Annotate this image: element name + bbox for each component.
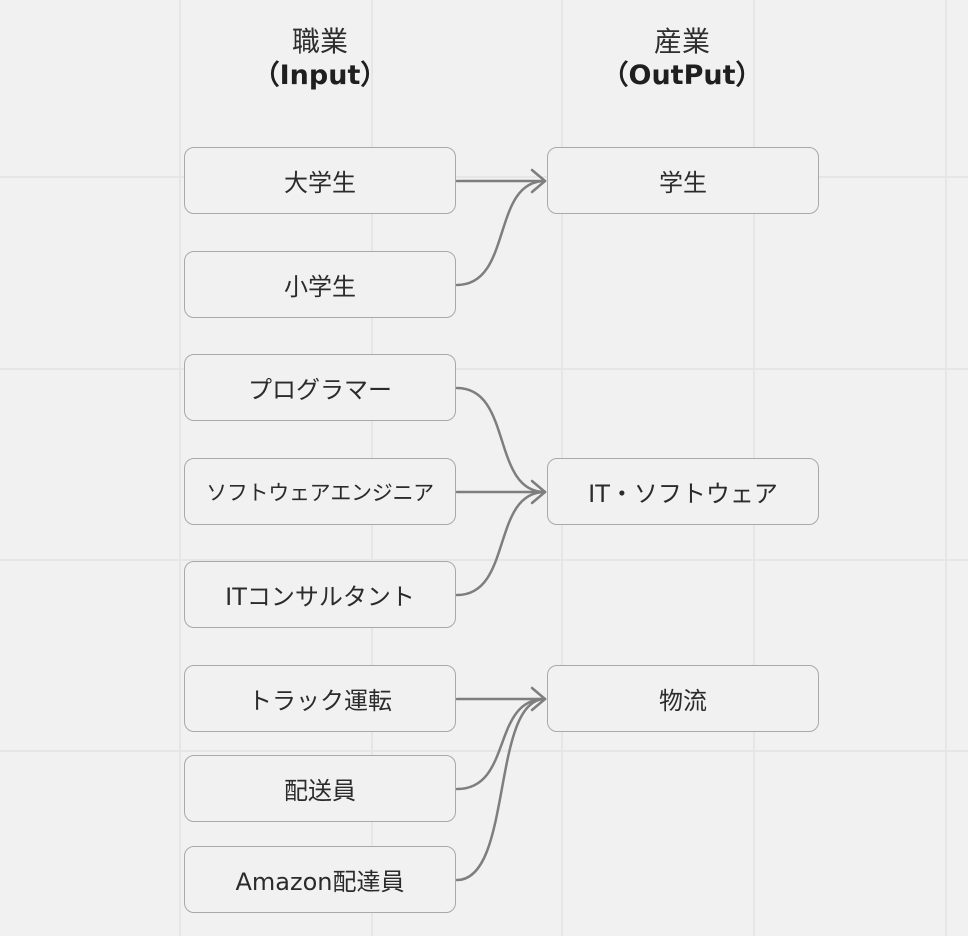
output-node-students[interactable]: 学生 [547, 147, 819, 214]
input-node-programmer[interactable]: プログラマー [184, 354, 456, 421]
input-node-elementary-student[interactable]: 小学生 [184, 251, 456, 318]
output-column-subtitle: （OutPut） [601, 60, 763, 91]
input-node-delivery-staff[interactable]: 配送員 [184, 755, 456, 822]
input-node-amazon-delivery-staff[interactable]: Amazon配達員 [184, 846, 456, 913]
output-column-header: 産業 （OutPut） [532, 24, 832, 93]
output-column-title: 産業 [653, 25, 710, 58]
input-column-header: 職業 （Input） [170, 24, 470, 93]
input-column-title: 職業 [291, 25, 348, 58]
output-node-logistics[interactable]: 物流 [547, 665, 819, 732]
input-node-software-engineer[interactable]: ソフトウェアエンジニア [184, 458, 456, 525]
output-node-it-software[interactable]: IT・ソフトウェア [547, 458, 819, 525]
input-node-it-consultant[interactable]: ITコンサルタント [184, 561, 456, 628]
input-node-university-student[interactable]: 大学生 [184, 147, 456, 214]
input-column-subtitle: （Input） [252, 60, 388, 91]
input-node-truck-driving[interactable]: トラック運転 [184, 665, 456, 732]
